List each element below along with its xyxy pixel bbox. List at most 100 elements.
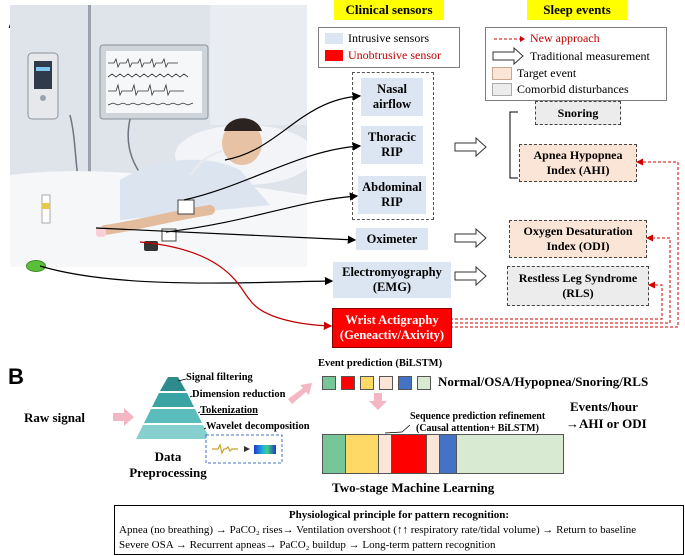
pyramid-layer-1 [160, 377, 186, 391]
event-snoring: Snoring [535, 101, 621, 125]
seq-segment-normal-2 [457, 435, 563, 473]
chip-snoring [379, 376, 393, 390]
legend-target-label: Target event [517, 66, 577, 80]
line-to-thoracic [183, 142, 362, 201]
odi-line2: Index (ODI) [546, 239, 610, 253]
sensor-oximeter: Oximeter [356, 228, 428, 250]
nasal-line2: airflow [372, 97, 412, 111]
preprocessing-line1: Data [154, 449, 182, 464]
chip-normal [322, 376, 336, 390]
line-to-nasal [224, 92, 362, 161]
leg-sensor-dot [26, 260, 46, 272]
hollow-arrow-oximeter [454, 227, 487, 249]
panel-b-graphics [113, 377, 411, 464]
rls-line1: Restless Leg Syndrome [518, 271, 638, 285]
sensor-wrist-actigraphy: Wrist Actigraphy(Geneactiv/Axivity) [332, 308, 452, 348]
raw-signal-label: Raw signal [24, 410, 86, 425]
event-prediction-label: Event prediction (BiLSTM) [318, 358, 443, 369]
ahi-line2: Index (AHI) [546, 163, 610, 177]
hollow-arrow-rip [454, 136, 487, 158]
seq-segment-osa [392, 435, 427, 473]
refinement-label: Sequence prediction refinement (Causal a… [410, 411, 545, 435]
thoracic-line1: Thoracic [368, 130, 416, 144]
seq-segment-rls [440, 435, 457, 473]
two-stage-label: Two-stage Machine Learning [332, 480, 495, 495]
wrist-line2: (Geneactiv/Axivity) [339, 328, 445, 342]
panel-letter-b: B [8, 364, 24, 389]
comorbid-swatch [492, 83, 512, 96]
ahi-line1: Apnea Hypopnea [533, 148, 623, 162]
thoracic-line2: RIP [381, 145, 403, 159]
clinical-sensors-header: Clinical sensors [334, 0, 444, 20]
pyramid-label-dimension: Dimension reduction [192, 389, 286, 400]
line-to-emg [39, 265, 334, 286]
events-hour-line2: →AHI or ODI [566, 416, 647, 431]
line-to-wrist [139, 241, 333, 330]
nasal-line1: Nasal [377, 82, 407, 96]
legend-target: Target event [492, 66, 576, 81]
legend-comorbid: Comorbid disturbances [492, 82, 629, 97]
intrusive-swatch [325, 33, 343, 44]
pyramid-layer-4 [136, 425, 210, 439]
abdominal-line1: Abdominal [362, 180, 422, 194]
odi-line1: Oxygen Desaturation [523, 224, 633, 238]
events-hour-line1: Events/hour [570, 399, 638, 414]
dashed-to-rls [450, 281, 663, 320]
data-preprocessing-label: Data Preprocessing [124, 449, 212, 481]
legend-new-approach: New approach [530, 31, 600, 45]
class-names: Normal/OSA/Hypopnea/Snoring/RLS [438, 374, 649, 389]
pyramid-label-wavelet: Wavelet decomposition [206, 421, 310, 432]
principle-title: Physiological principle for pattern reco… [288, 509, 510, 521]
emg-line2: (EMG) [372, 280, 412, 294]
wavelet-heatmap-icon [254, 445, 276, 454]
unobtrusive-swatch [325, 50, 343, 61]
pink-arrow-to-prediction [288, 383, 312, 404]
chip-osa [341, 376, 355, 390]
wrist-line1: Wrist Actigraphy [345, 313, 439, 327]
sensor-emg: Electromyography(EMG) [333, 262, 451, 298]
refinement-line2: (Causal attention+ BiLSTM) [416, 423, 539, 434]
legend-unobtrusive-label: Unobtrusive sensor [348, 48, 441, 62]
seq-segment-hypopnea [346, 435, 379, 473]
events-hour-label: Events/hour →AHI or ODI [566, 398, 647, 432]
sequence-bar [322, 434, 564, 474]
pyramid-layer-3 [144, 409, 202, 423]
preprocessing-line2: Preprocessing [129, 465, 207, 480]
panel-a-connectors [39, 92, 679, 330]
chip-rls [398, 376, 412, 390]
chip-hypopnea [360, 376, 374, 390]
pink-arrow-raw [113, 408, 134, 426]
pyramid-label-tokenization: Tokenization [200, 405, 258, 416]
legend-unobtrusive: Unobtrusive sensor [325, 48, 441, 63]
bracket-respiratory-events [509, 111, 518, 179]
event-legend: New approach Traditional measurement Tar… [485, 27, 667, 101]
pyramid-layer-2 [152, 393, 194, 407]
class-chips [322, 376, 431, 390]
legend-arrows-icon [492, 36, 525, 66]
hollow-arrow-emg [454, 265, 487, 287]
principle-line1: Apnea (no breathing) → PaCO₂ rises→ Vent… [119, 524, 637, 536]
sleep-events-header: Sleep events [527, 0, 627, 20]
chip-extra [417, 376, 431, 390]
abdominal-line2: RIP [381, 195, 403, 209]
legend-intrusive: Intrusive sensors [325, 31, 429, 46]
pyramid-label-filtering: Signal filtering [186, 372, 253, 383]
rls-line2: (RLS) [562, 286, 594, 300]
refinement-line1: Sequence prediction refinement [410, 411, 546, 422]
target-swatch [492, 67, 512, 80]
principle-box: Physiological principle for pattern reco… [114, 505, 684, 555]
legend-comorbid-label: Comorbid disturbances [517, 82, 629, 96]
emg-line1: Electromyography [342, 265, 442, 279]
line-to-abdominal [165, 192, 359, 233]
patient-photo [10, 5, 307, 267]
dashed-to-odi [450, 234, 671, 324]
line-to-oximeter [95, 227, 357, 244]
event-rls: Restless Leg Syndrome(RLS) [507, 266, 649, 306]
wavelet-arrow-icon [244, 446, 250, 452]
seq-segment-snoring-2 [427, 435, 440, 473]
pink-arrow-down [369, 393, 387, 410]
legend-traditional: Traditional measurement [530, 49, 650, 63]
